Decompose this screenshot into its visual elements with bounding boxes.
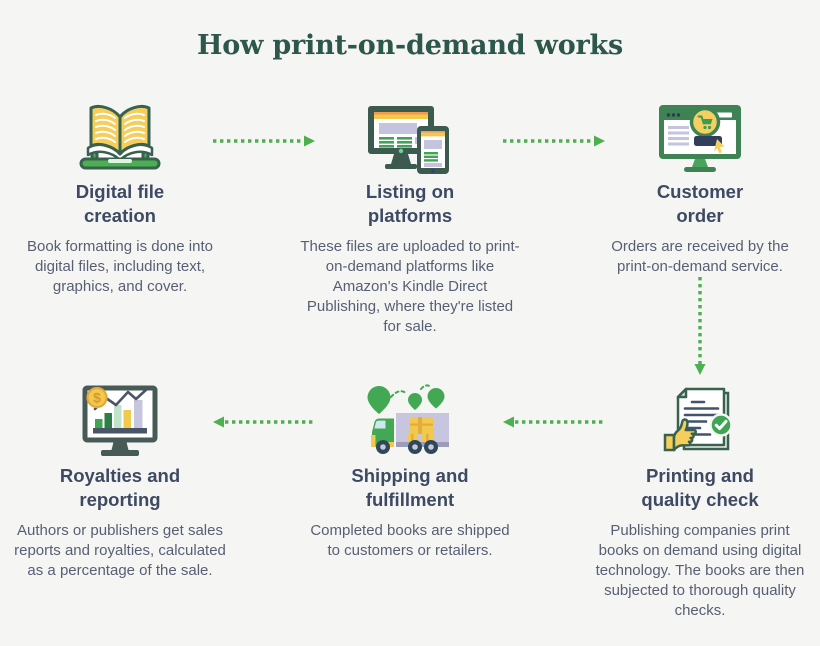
step-customer-order: Customer order Orders are received by th… bbox=[588, 96, 812, 277]
step-title: Royalties and reporting bbox=[60, 464, 180, 512]
step-printing-and-quality-check: Printing and quality check Publishing co… bbox=[588, 380, 812, 621]
step-title: Printing and quality check bbox=[641, 464, 758, 512]
royalties-chart-monitor-icon: $ bbox=[82, 385, 158, 456]
step-icon-wrap bbox=[648, 96, 752, 176]
step-icon-wrap bbox=[358, 380, 462, 460]
step-description: These files are uploaded to print-on-dem… bbox=[300, 238, 520, 335]
step-title-line: order bbox=[676, 205, 724, 227]
step-title: Customer order bbox=[657, 180, 743, 228]
step-title-line: Shipping and bbox=[351, 465, 469, 486]
step-icon-wrap: $ bbox=[68, 380, 172, 460]
step-description: Authors or publishers get sales reports … bbox=[14, 522, 226, 579]
step-digital-file-creation: Digital file creation Book formatting is… bbox=[8, 96, 232, 297]
document-check-thumbs-up-icon bbox=[663, 387, 733, 452]
step-listing-on-platforms: Listing on platforms These files are upl… bbox=[298, 96, 522, 337]
svg-text:$: $ bbox=[93, 390, 101, 406]
step-description: Book formatting is done into digital fil… bbox=[27, 238, 213, 295]
step-title: Digital file creation bbox=[76, 180, 164, 228]
step-title-line: Customer bbox=[656, 181, 744, 202]
step-title-line: fulfillment bbox=[365, 489, 455, 511]
step-icon-wrap bbox=[358, 96, 462, 176]
flow-arrow-printing-to-shipping bbox=[503, 416, 605, 428]
step-description: Publishing companies print books on dema… bbox=[595, 522, 805, 619]
step-title-line: reporting bbox=[79, 489, 161, 511]
delivery-truck-icon bbox=[367, 384, 449, 454]
step-description: Completed books are shipped to customers… bbox=[310, 522, 510, 560]
step-title-line: Royalties and bbox=[59, 465, 181, 486]
monitor-shopping-cart-icon bbox=[659, 105, 741, 172]
step-title: Shipping and fulfillment bbox=[351, 464, 468, 512]
step-title: Listing on platforms bbox=[366, 180, 454, 228]
flow-arrow-digital-to-listing bbox=[213, 135, 315, 147]
step-title-line: Printing and bbox=[646, 465, 754, 486]
monitor-tablet-listing-icon bbox=[368, 106, 449, 174]
flow-arrow-listing-to-order bbox=[503, 135, 605, 147]
flow-arrow-order-to-printing bbox=[694, 277, 706, 375]
step-title-line: Digital file bbox=[75, 181, 165, 202]
step-title-line: quality check bbox=[641, 489, 759, 511]
step-icon-wrap bbox=[68, 96, 172, 176]
page-title: How print-on-demand works bbox=[196, 30, 624, 61]
step-description: Orders are received by the print-on-dema… bbox=[611, 238, 789, 276]
open-book-laptop-icon bbox=[79, 104, 161, 170]
flow-arrow-shipping-to-royalties bbox=[213, 416, 315, 428]
step-title-line: platforms bbox=[367, 205, 453, 227]
step-title-line: creation bbox=[84, 205, 156, 227]
step-title-line: Listing on bbox=[365, 181, 455, 202]
step-royalties-and-reporting: $ Royalties and reporting Authors or pub… bbox=[8, 380, 232, 581]
step-shipping-and-fulfillment: Shipping and fulfillment Completed books… bbox=[298, 380, 522, 561]
step-icon-wrap bbox=[648, 380, 752, 460]
